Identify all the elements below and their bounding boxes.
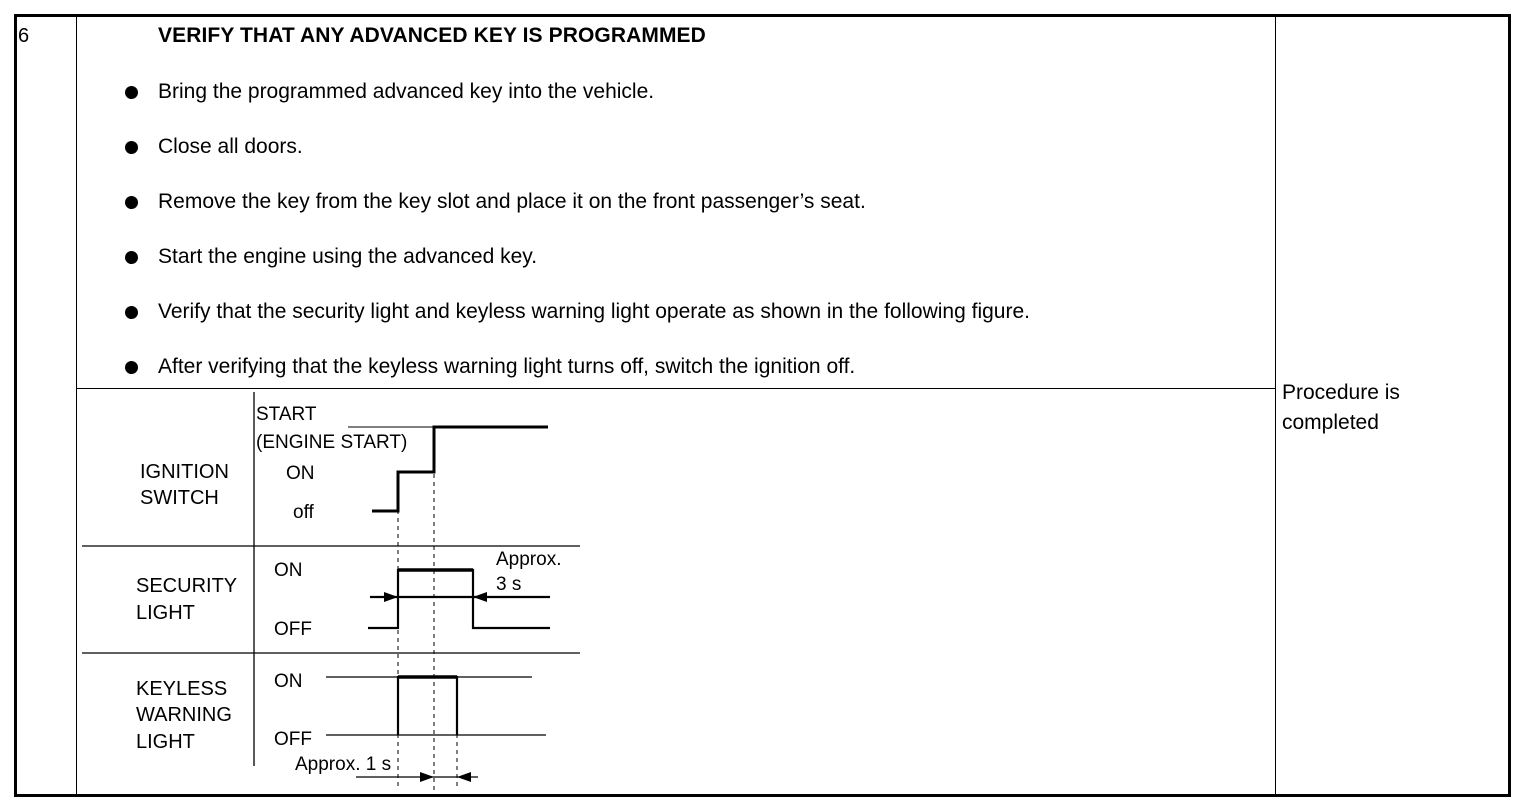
step-number: 6 [18,25,30,47]
keyless-waveform [396,675,459,735]
keyless-approx-label: Approx. 1 s [295,754,391,775]
keyless-on-label: ON [274,671,303,692]
step-title: VERIFY THAT ANY ADVANCED KEY IS PROGRAMM… [158,24,706,47]
keyless-label-line2: WARNING [136,704,232,726]
instruction-item: Bring the programmed advanced key into t… [125,80,654,104]
arrow-right-icon [420,772,434,782]
ignition-start-label: START [256,404,317,425]
instruction-text: Close all doors. [158,135,303,158]
bullet-icon [125,250,138,264]
instruction-text: Start the engine using the advanced key. [158,245,538,268]
column-divider-step [76,16,77,796]
instruction-text: Bring the programmed advanced key into t… [158,80,655,103]
result-line: completed [1282,411,1379,434]
instruction-text: Verify that the security light and keyle… [158,300,1030,323]
figure-divider [76,388,1275,389]
timing-diagram: IGNITION SWITCH SECURITY LIGHT KEYLESS W… [82,392,580,790]
arrow-left-icon [473,592,487,602]
bullet-icon [125,305,138,319]
ignition-waveform [372,425,548,513]
ignition-label-line2: SWITCH [140,487,219,509]
procedure-table [14,14,1511,797]
bullet-icon [125,195,138,209]
arrow-right-icon [384,592,398,602]
instruction-text: After verifying that the keyless warning… [158,355,856,378]
security-approx-label: Approx. [496,549,561,570]
security-on-label: ON [274,560,303,581]
ignition-off-label: off [293,502,315,523]
bullet-icon [125,360,138,374]
instruction-item: Remove the key from the key slot and pla… [125,190,866,214]
instruction-text: Remove the key from the key slot and pla… [158,190,866,213]
instruction-item: Start the engine using the advanced key. [125,245,537,269]
security-label-line2: LIGHT [136,602,195,624]
instruction-item: Verify that the security light and keyle… [125,300,1030,324]
ignition-label-line1: IGNITION [140,461,229,483]
ignition-engine-start-label: (ENGINE START) [256,432,407,453]
security-label-line1: SECURITY [136,575,237,597]
bullet-icon [125,140,138,154]
keyless-label-line3: LIGHT [136,731,195,753]
keyless-label-line1: KEYLESS [136,678,227,700]
security-approx-value: 3 s [496,574,521,595]
security-light-waveform [368,568,550,630]
instruction-item: Close all doors. [125,135,303,159]
result-line: Procedure is [1282,381,1400,404]
column-divider-result [1275,16,1276,796]
result-text: Procedure is completed [1282,378,1400,438]
arrow-left-icon [457,772,471,782]
keyless-off-label: OFF [274,729,312,750]
security-off-label: OFF [274,619,312,640]
ignition-on-label: ON [286,463,315,484]
instruction-item: After verifying that the keyless warning… [125,355,855,379]
bullet-icon [125,85,138,99]
